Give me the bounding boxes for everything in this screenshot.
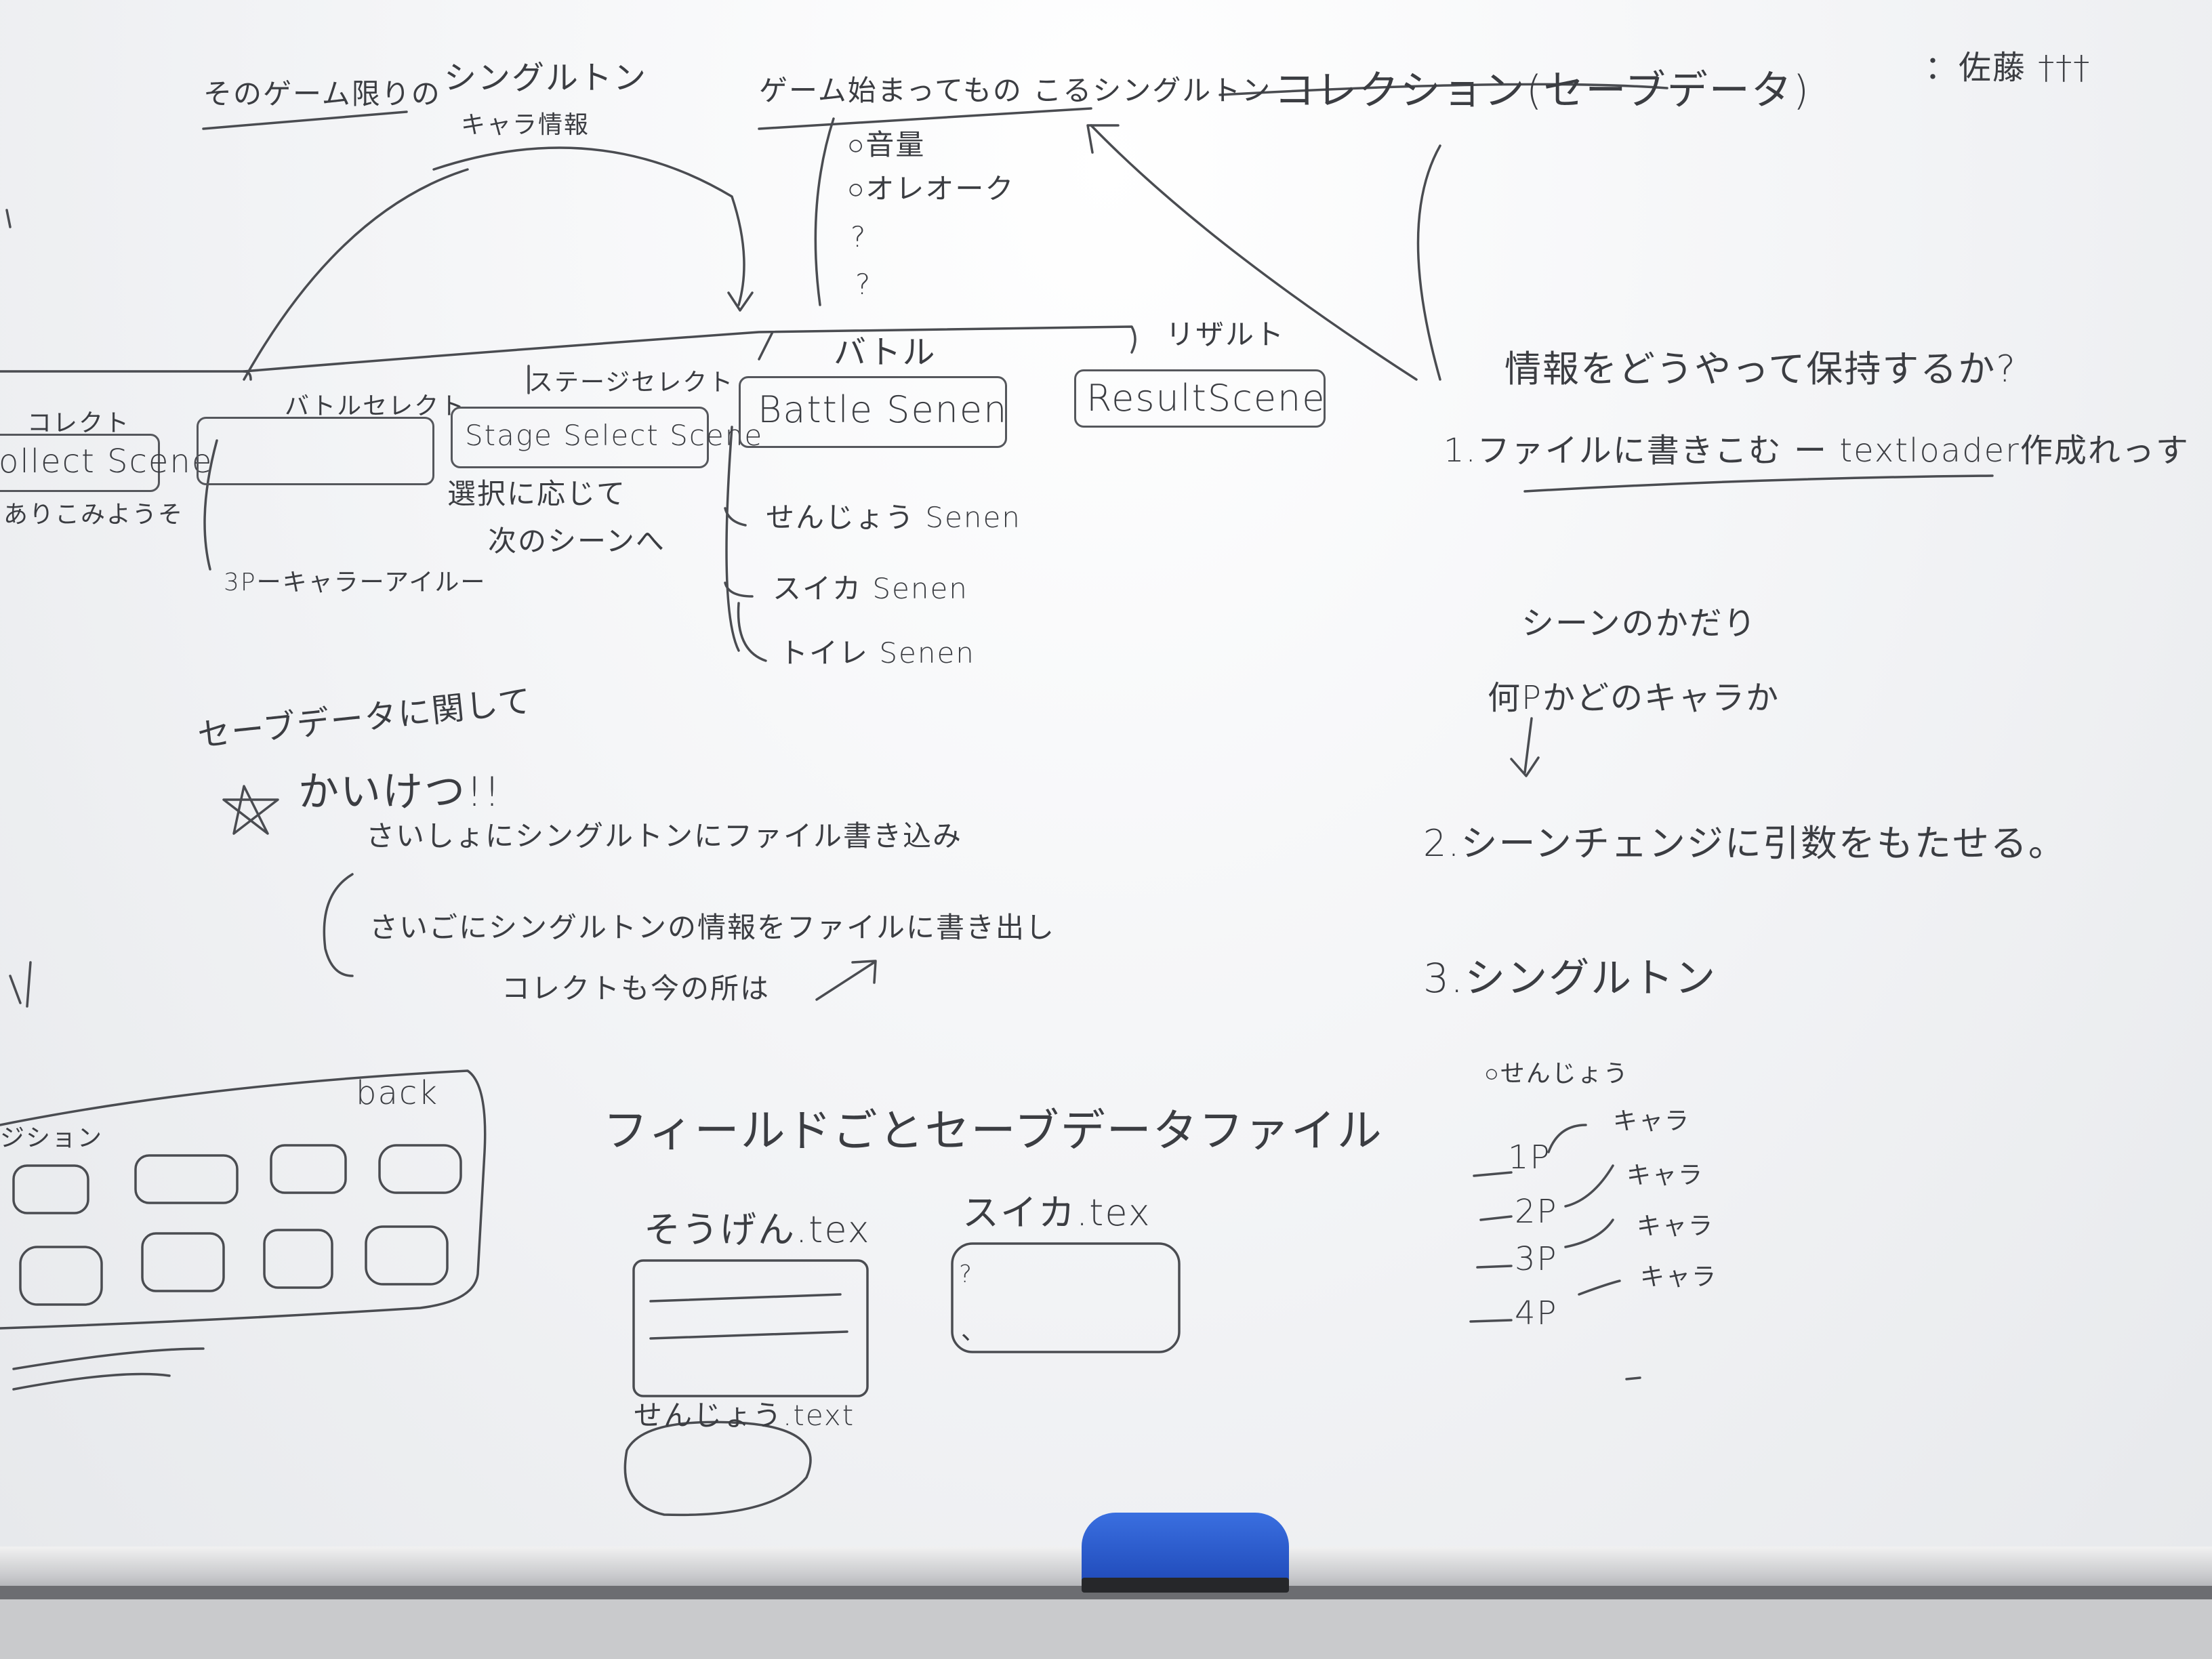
option-2: 2.シーンチェンジに引数をもたせる。: [1423, 822, 2066, 865]
battle-label: バトル: [834, 333, 937, 371]
step-first: さいしょにシングルトンにファイル書き込み: [366, 819, 963, 853]
stage-select-note-1: 選択に応じて: [447, 477, 627, 510]
chara-tag-4: キャラ: [1640, 1263, 1718, 1291]
step-last: さいごにシングルトンの情報をファイルに書き出し: [369, 911, 1056, 944]
stage-select-scene-box: Stage Select Scene: [451, 407, 762, 468]
battle-select-label: バトルセレクト: [285, 392, 466, 420]
option-3: 3.シングルトン: [1423, 955, 1717, 1002]
collect-now-note: コレクトも今の所は: [501, 972, 771, 1005]
player-1: 1P: [1508, 1139, 1551, 1176]
question: 情報をどうやって保持するか?: [1504, 348, 2017, 390]
global-item-4: ?: [855, 268, 872, 301]
game-only-label: そのゲーム限りの: [203, 77, 441, 110]
wall-below-board: [0, 1599, 2212, 1659]
back-label: back: [356, 1074, 439, 1112]
solution-label: かいけつ!!: [298, 769, 502, 816]
file-a-label: そうげん.tex: [644, 1208, 871, 1251]
file-b-line-1: ?: [959, 1261, 974, 1288]
player-3: 3P: [1515, 1240, 1558, 1278]
file-b-label: スイカ.tex: [962, 1191, 1151, 1234]
result-scene-text: ResultScene: [1086, 377, 1326, 419]
corner-note: ：佐藤 †††: [1925, 49, 2091, 87]
global-singleton-label: ゲーム始まってもの こるシングルトン: [759, 74, 1272, 107]
eraser[interactable]: [1082, 1513, 1289, 1587]
player-2: 2P: [1515, 1193, 1558, 1231]
sub-scene-3: トイレ Senen: [779, 636, 975, 670]
collection-label: コレクション(セーブデータ): [1274, 67, 1811, 115]
scene-span: シーンのかだり: [1521, 605, 1757, 642]
grid-label: ジション: [0, 1124, 104, 1152]
chara-tag-1: キャラ: [1613, 1107, 1691, 1135]
global-item-1: ○音量: [847, 128, 926, 161]
chara-tag-3: キャラ: [1637, 1212, 1715, 1240]
option-1: 1.ファイルに書きこむ ー textloader作成れっす: [1443, 432, 2190, 470]
stage-label: ○せんじょう: [1484, 1060, 1629, 1088]
stage-select-label: ステージセレクト: [529, 369, 735, 396]
chara-tag-2: キャラ: [1626, 1162, 1704, 1189]
eraser-felt: [1082, 1578, 1289, 1593]
stage-select-note-2: 次のシーンへ: [488, 525, 665, 558]
singleton-label: シングルトン: [444, 59, 648, 97]
player-4: 4P: [1515, 1294, 1558, 1332]
collect-scene-box: ollect Scene: [0, 434, 211, 492]
file-b-line-2: 、: [961, 1317, 987, 1345]
collect-label: コレクト: [27, 409, 131, 437]
battle-scene-text: Battle Senen: [758, 388, 1008, 431]
player-note: 3Pーキャラーアイルー: [224, 569, 487, 596]
sub-scene-2: スイカ Senen: [773, 572, 968, 605]
result-label: リザルト: [1166, 318, 1286, 351]
file-c-label: せんじょう.text: [634, 1399, 855, 1432]
battle-select-box: [197, 417, 434, 485]
collect-scene-text: ollect Scene: [0, 443, 213, 480]
battle-scene-box: Battle Senen: [739, 376, 1007, 448]
global-item-3: ?: [851, 220, 867, 253]
sub-scene-1: せんじょう Senen: [766, 501, 1021, 534]
collect-note: ありこみようそ: [3, 501, 184, 529]
global-item-2: ○オレオーク: [847, 172, 1015, 205]
chara-info-label: キャラ情報: [461, 111, 590, 139]
result-scene-box: ResultScene: [1074, 369, 1326, 428]
stage-select-scene-text: Stage Select Scene: [465, 419, 764, 452]
which-player: 何Pかどのキャラか: [1488, 679, 1780, 717]
per-field-label: フィールドごとセーブデータファイル: [603, 1105, 1383, 1157]
tray-edge: [0, 1586, 2212, 1599]
